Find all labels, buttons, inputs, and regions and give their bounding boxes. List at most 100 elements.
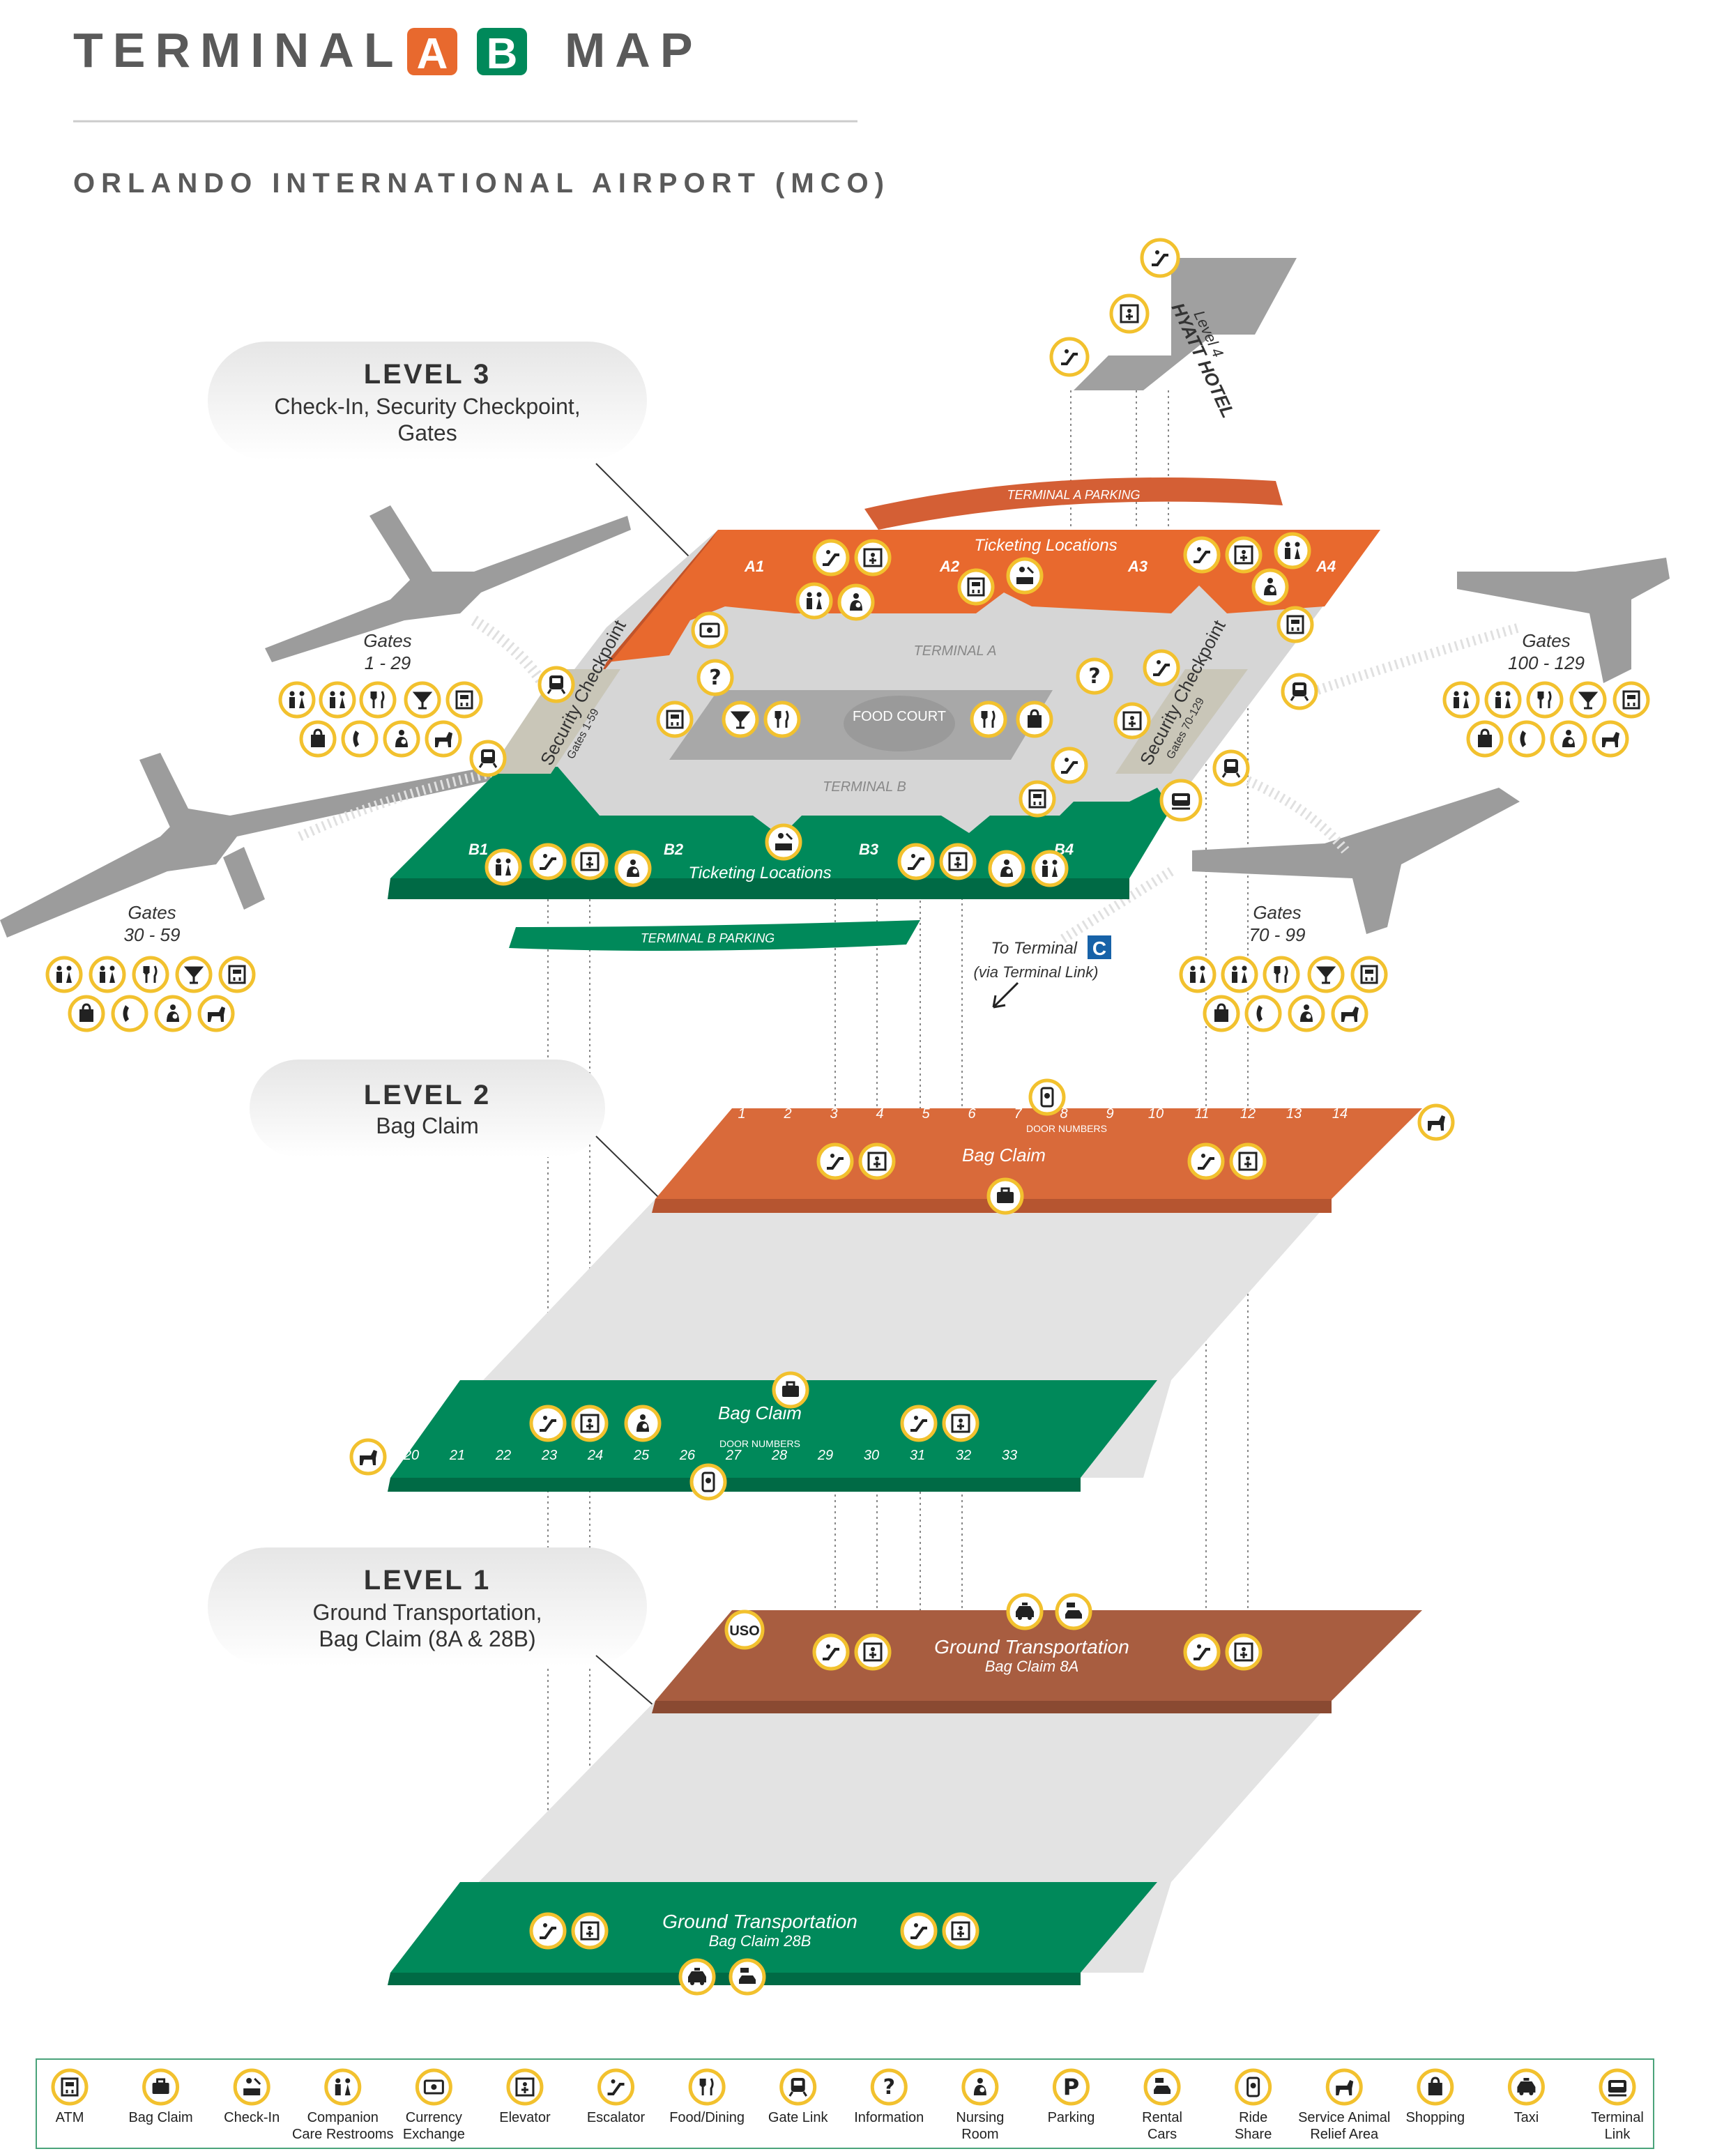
check-in-icon[interactable]: [1006, 557, 1044, 595]
elevator-icon[interactable]: [854, 539, 892, 576]
information-icon[interactable]: [696, 659, 734, 696]
elevator-icon[interactable]: [939, 843, 977, 880]
elevator-icon[interactable]: [1225, 536, 1263, 574]
food-dining-icon[interactable]: [763, 701, 801, 738]
food-dining-icon[interactable]: [970, 701, 1007, 738]
escalator-icon[interactable]: [897, 843, 935, 880]
bag-claim-icon[interactable]: [986, 1177, 1024, 1215]
service-animal-icon[interactable]: [1331, 995, 1368, 1032]
restroom-icon[interactable]: [1179, 956, 1217, 993]
elevator-icon[interactable]: [1225, 1633, 1263, 1671]
escalator-icon[interactable]: [1183, 1633, 1221, 1671]
atm-icon[interactable]: [1276, 606, 1314, 643]
nursing-room-icon[interactable]: [1251, 568, 1289, 606]
gate-link-icon[interactable]: [469, 740, 507, 777]
service-animal-icon[interactable]: [1417, 1103, 1455, 1141]
atm-icon[interactable]: [957, 568, 995, 606]
rental-cars-icon[interactable]: [729, 1958, 766, 1996]
phone-icon[interactable]: [111, 995, 148, 1032]
nursing-room-icon[interactable]: [614, 850, 652, 887]
taxi-icon[interactable]: [1006, 1593, 1044, 1630]
nursing-room-icon[interactable]: [383, 720, 420, 758]
ride-share-icon[interactable]: [1028, 1078, 1066, 1116]
nursing-room-icon[interactable]: [988, 850, 1025, 887]
gate-link-icon[interactable]: [1281, 673, 1318, 710]
shopping-icon[interactable]: [299, 720, 337, 758]
bar-icon[interactable]: [175, 956, 213, 993]
nursing-room-icon[interactable]: [624, 1405, 662, 1442]
escalator-icon[interactable]: [812, 539, 850, 576]
escalator-icon[interactable]: [900, 1912, 938, 1950]
elevator-icon[interactable]: [854, 1633, 892, 1671]
escalator-icon[interactable]: [812, 1633, 850, 1671]
food-dining-icon[interactable]: [1263, 956, 1300, 993]
restroom-icon[interactable]: [795, 582, 833, 620]
ride-share-icon[interactable]: [689, 1463, 727, 1501]
bar-icon[interactable]: [1307, 956, 1345, 993]
escalator-icon[interactable]: [529, 1405, 567, 1442]
escalator-icon[interactable]: [1140, 238, 1180, 278]
shopping-icon[interactable]: [1466, 720, 1504, 758]
elevator-icon[interactable]: [1109, 293, 1150, 334]
companion-restroom-icon[interactable]: [1484, 681, 1522, 719]
phone-icon[interactable]: [341, 720, 379, 758]
food-dining-icon[interactable]: [1526, 681, 1564, 719]
phone-icon[interactable]: [1244, 995, 1282, 1032]
information-icon[interactable]: [1076, 657, 1113, 695]
gate-link-icon[interactable]: [1212, 749, 1250, 787]
check-in-icon[interactable]: [765, 823, 802, 861]
restroom-icon[interactable]: [278, 681, 316, 719]
elevator-icon[interactable]: [942, 1405, 979, 1442]
bar-icon[interactable]: [1569, 681, 1607, 719]
companion-restroom-icon[interactable]: [1221, 956, 1258, 993]
rental-cars-icon[interactable]: [1055, 1593, 1092, 1630]
elevator-icon[interactable]: [942, 1912, 979, 1950]
elevator-icon[interactable]: [858, 1142, 896, 1180]
shopping-icon[interactable]: [68, 995, 105, 1032]
elevator-icon[interactable]: [571, 1912, 609, 1950]
service-animal-icon[interactable]: [197, 995, 235, 1032]
atm-icon[interactable]: [656, 701, 694, 738]
shopping-icon[interactable]: [1016, 701, 1053, 738]
atm-icon[interactable]: [1612, 681, 1650, 719]
shopping-icon[interactable]: [1203, 995, 1240, 1032]
nursing-room-icon[interactable]: [1288, 995, 1325, 1032]
escalator-icon[interactable]: [529, 843, 567, 880]
companion-restroom-icon[interactable]: [89, 956, 126, 993]
escalator-icon[interactable]: [1049, 337, 1090, 377]
service-animal-icon[interactable]: [425, 720, 462, 758]
elevator-icon[interactable]: [571, 843, 609, 880]
escalator-icon[interactable]: [1183, 536, 1221, 574]
atm-icon[interactable]: [1019, 780, 1056, 818]
elevator-icon[interactable]: [571, 1405, 609, 1442]
atm-icon[interactable]: [445, 681, 483, 719]
nursing-room-icon[interactable]: [837, 583, 875, 621]
escalator-icon[interactable]: [1143, 649, 1180, 687]
restroom-icon[interactable]: [1274, 532, 1311, 569]
escalator-icon[interactable]: [1051, 747, 1088, 784]
currency-exchange-icon[interactable]: [691, 611, 729, 649]
atm-icon[interactable]: [218, 956, 256, 993]
bar-icon[interactable]: [404, 681, 441, 719]
food-dining-icon[interactable]: [359, 681, 397, 719]
restroom-icon[interactable]: [1442, 681, 1480, 719]
escalator-icon[interactable]: [816, 1142, 854, 1180]
elevator-icon[interactable]: [1229, 1142, 1267, 1180]
escalator-icon[interactable]: [1187, 1142, 1225, 1180]
restroom-icon[interactable]: [485, 848, 522, 886]
escalator-icon[interactable]: [900, 1405, 938, 1442]
gate-link-icon[interactable]: [537, 666, 575, 703]
escalator-icon[interactable]: [529, 1912, 567, 1950]
food-dining-icon[interactable]: [132, 956, 169, 993]
service-animal-icon[interactable]: [349, 1438, 387, 1476]
bar-icon[interactable]: [722, 701, 759, 738]
nursing-room-icon[interactable]: [1550, 720, 1587, 758]
atm-icon[interactable]: [1350, 956, 1388, 993]
nursing-room-icon[interactable]: [154, 995, 192, 1032]
restroom-icon[interactable]: [1031, 850, 1069, 887]
restroom-icon[interactable]: [45, 956, 83, 993]
bag-claim-icon[interactable]: [772, 1371, 809, 1409]
service-animal-icon[interactable]: [1592, 720, 1629, 758]
companion-restroom-icon[interactable]: [319, 681, 356, 719]
taxi-icon[interactable]: [678, 1958, 716, 1996]
